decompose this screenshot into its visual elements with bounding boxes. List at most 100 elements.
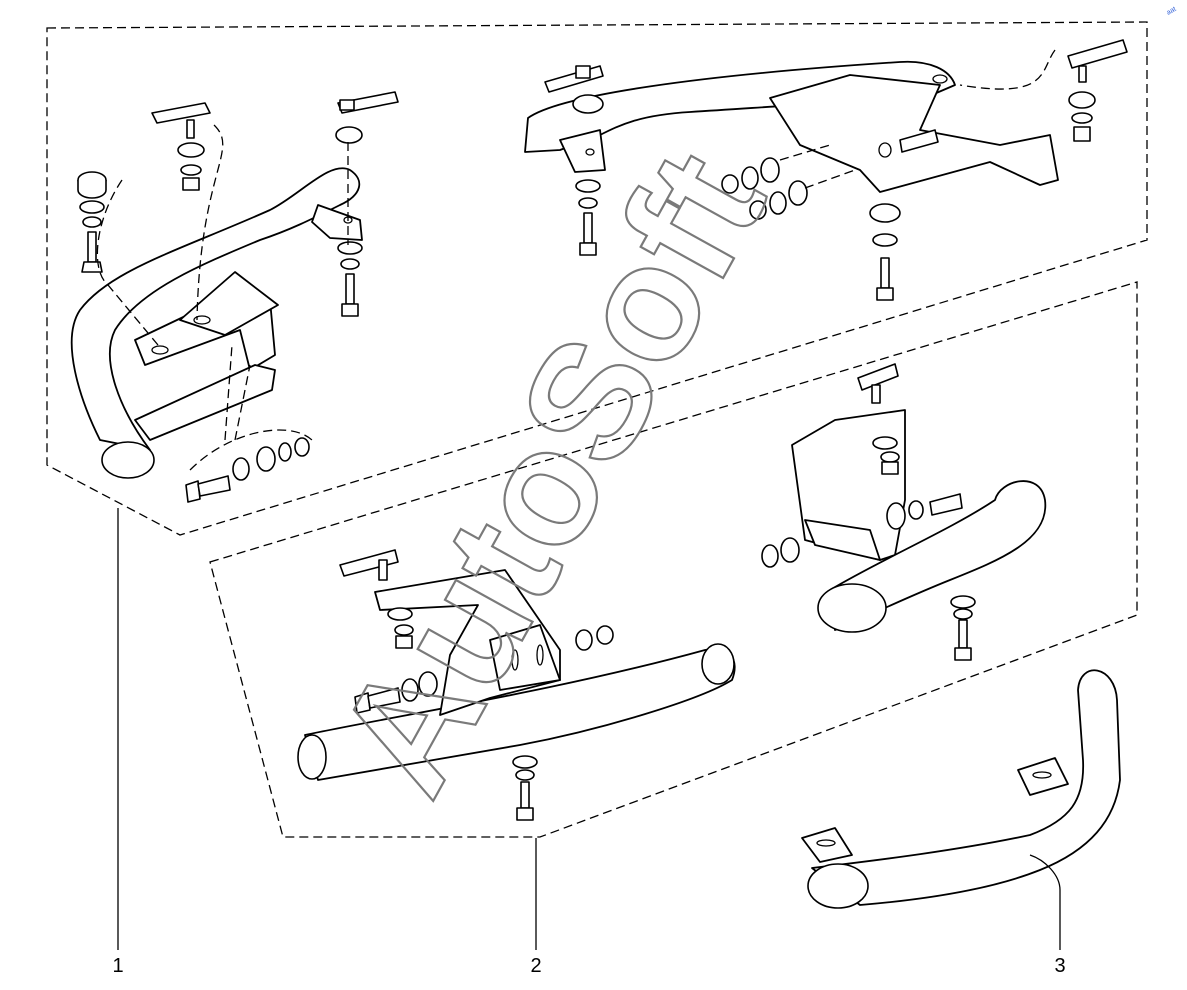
bolt-shank [958, 619, 968, 649]
slot [585, 148, 595, 156]
washer [741, 166, 759, 190]
nut [575, 65, 591, 79]
bolt-shank [186, 119, 195, 139]
washer [575, 629, 593, 651]
slot [193, 315, 211, 325]
washer [278, 442, 292, 462]
nut [1073, 126, 1091, 142]
bolt-head [954, 647, 972, 661]
bumper-bar-corner [829, 480, 1047, 631]
washer [575, 179, 601, 193]
washer [953, 608, 973, 620]
bracket-plate [804, 519, 881, 561]
slot [932, 74, 948, 84]
nut-plate [1067, 39, 1128, 69]
bolt-shank [929, 493, 963, 516]
callout-1: 1 [112, 955, 123, 977]
bumper-bar-left [70, 167, 361, 451]
nut [908, 500, 924, 520]
callout-3: 3 [1054, 955, 1065, 977]
assembly-path [224, 344, 251, 441]
group-2-parts [297, 363, 1047, 821]
washer [769, 191, 787, 215]
bar-tab [559, 129, 606, 173]
group-1-parts-right [524, 39, 1128, 301]
leader-line-3 [1029, 854, 1061, 950]
washer [761, 544, 779, 568]
assembly-path [779, 144, 856, 189]
washer [387, 607, 413, 621]
washer [256, 446, 276, 472]
step-bracket [1017, 757, 1069, 796]
slot [151, 345, 169, 355]
slot [816, 839, 836, 847]
callout-2: 2 [530, 955, 541, 977]
fastener-stack [335, 91, 399, 317]
bar-end-cap [807, 863, 869, 909]
bolt-shank [880, 257, 890, 289]
washer [401, 678, 419, 702]
bar-end-cap [817, 583, 887, 633]
fastener-stack [151, 102, 211, 191]
fastener-stack [77, 171, 107, 273]
nut-plate [339, 549, 399, 577]
step-bracket [801, 827, 853, 863]
washer [950, 595, 976, 609]
bolt-shank [520, 781, 530, 809]
bracket-plate [179, 271, 279, 336]
nut [596, 625, 614, 645]
mounting-bracket [769, 74, 1059, 193]
slot [511, 649, 519, 671]
bolt-shank [197, 475, 231, 497]
group-1-outline [46, 21, 1148, 536]
washer [872, 233, 898, 247]
bolt-shank [87, 231, 97, 263]
bolt-head [516, 807, 534, 821]
washer [394, 624, 414, 636]
corner-mark: aat [1166, 6, 1178, 17]
group-3-parts [801, 669, 1121, 909]
washer [418, 671, 438, 697]
bushing [869, 203, 901, 223]
washer [780, 537, 800, 563]
group-1-parts [70, 91, 399, 503]
washer [82, 216, 102, 228]
bolt-head [876, 287, 894, 301]
washer [337, 241, 363, 255]
bolt-head [81, 261, 103, 273]
bracket-foot [134, 364, 276, 441]
washer [1071, 112, 1093, 124]
nut-plate [151, 102, 211, 124]
washer [1068, 91, 1096, 109]
side-step-bar [811, 669, 1121, 906]
bolt-head [579, 242, 597, 256]
slot [536, 644, 544, 666]
washer [177, 142, 205, 158]
bushing [77, 180, 107, 199]
bolt-shank [899, 129, 939, 153]
washer [886, 502, 906, 530]
assembly-path [189, 429, 313, 471]
bolt-shank [367, 687, 401, 709]
nut [721, 174, 739, 194]
bolt-shank [378, 559, 388, 581]
bracket-plate [489, 624, 561, 691]
washer [872, 436, 898, 450]
bolt-head [341, 303, 359, 317]
nut [182, 177, 200, 191]
bolt-shank [1078, 65, 1087, 83]
slot [1032, 771, 1052, 779]
nut [749, 200, 767, 220]
bolt-head [185, 480, 201, 503]
nut-plate [544, 65, 604, 93]
bolt-shank [871, 384, 881, 404]
washer [880, 451, 900, 463]
washer [512, 755, 538, 769]
bar-end-cap [701, 643, 735, 685]
bar-end-cap [101, 441, 155, 479]
slot [878, 142, 892, 158]
bolt-head [354, 692, 371, 714]
nut [294, 437, 310, 457]
assembly-path [96, 179, 159, 346]
washer [578, 197, 598, 209]
